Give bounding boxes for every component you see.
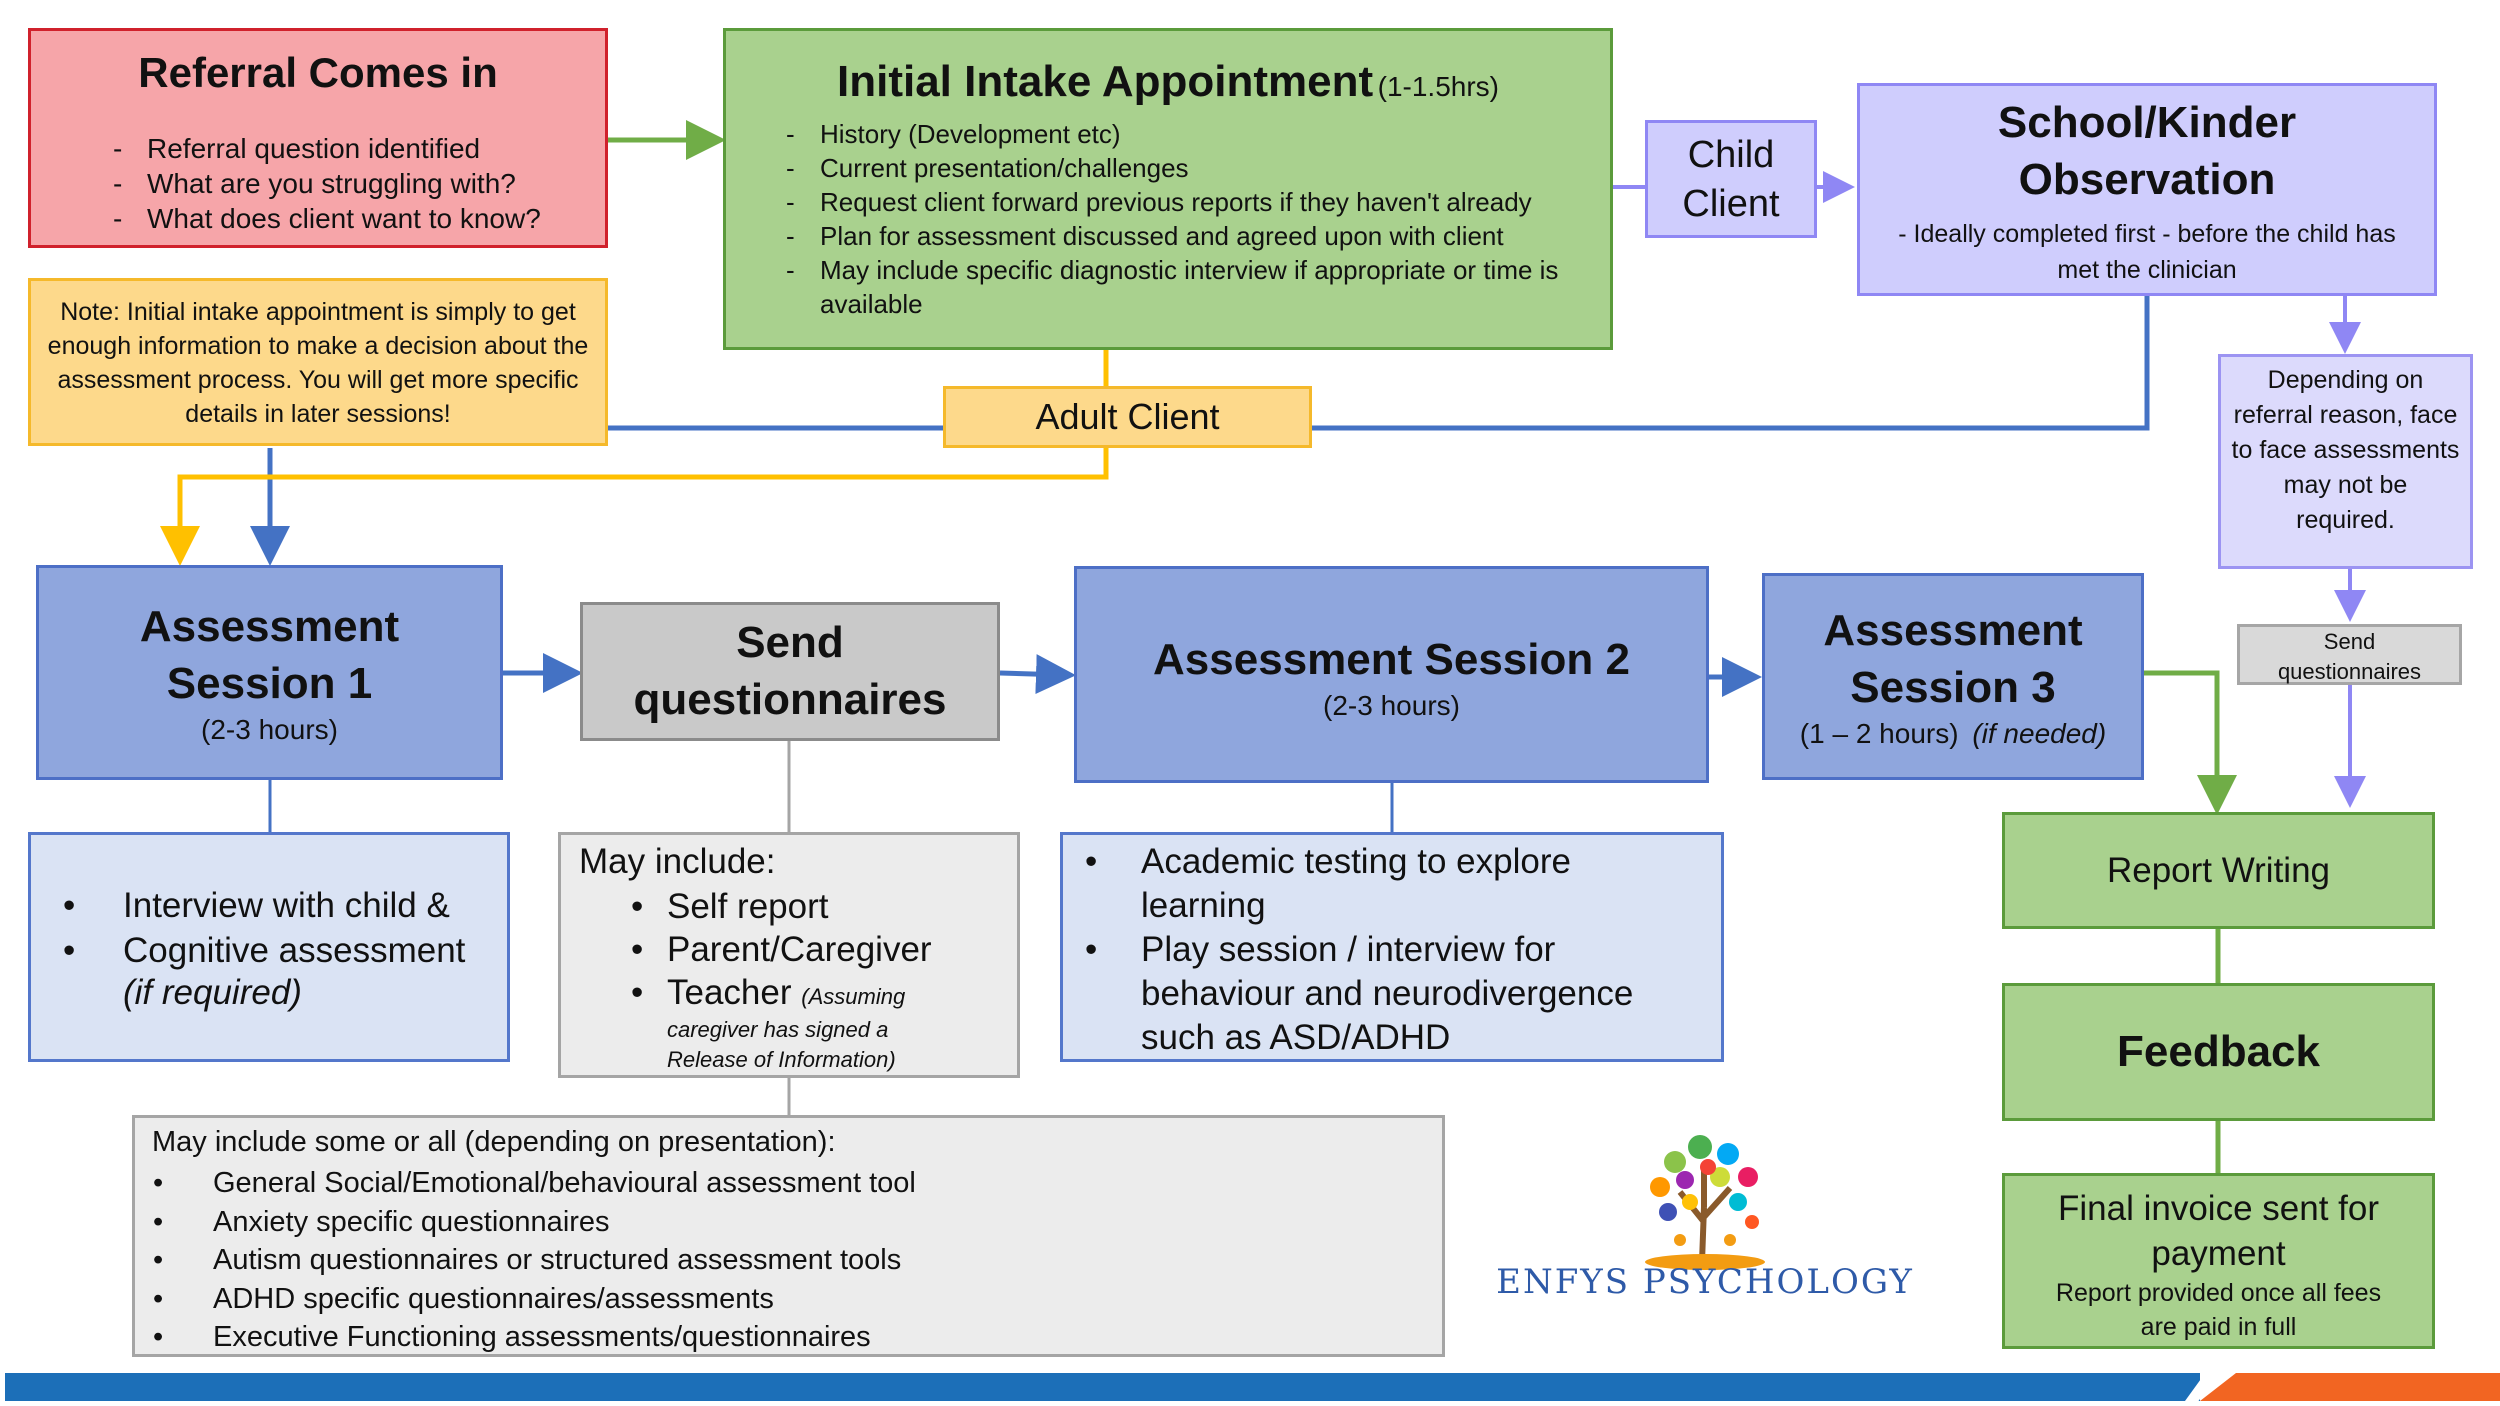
session3-duration-line: (1 – 2 hours) (if needed): [1799, 718, 2107, 749]
session1-duration: (2-3 hours): [201, 714, 338, 745]
send-title-line2: questionnaires: [633, 675, 947, 724]
big-list-intro: May include some or all (depending on pr…: [152, 1126, 836, 1158]
list-item: Current presentation/challenges: [764, 151, 1599, 185]
teacher-note: caregiver has signed a Release of Inform…: [667, 1017, 896, 1072]
session2-title: Assessment Session 2: [1153, 635, 1630, 684]
list-item: What does client want to know?: [91, 201, 541, 236]
tree-logo-icon: [1620, 1122, 1790, 1272]
child-client-line1: Child: [1687, 134, 1775, 176]
school-observation-box: School/Kinder Observation - Ideally comp…: [1857, 83, 2437, 296]
school-title-line1: School/Kinder: [1997, 98, 2297, 147]
referral-title: Referral Comes in: [138, 49, 498, 96]
intake-box: Initial Intake Appointment (1-1.5hrs) Hi…: [723, 28, 1613, 350]
list-item: Anxiety specific questionnaires: [135, 1203, 916, 1242]
list-item: Executive Functioning assessments/questi…: [135, 1318, 916, 1357]
session2-box: Assessment Session 2 (2-3 hours): [1074, 566, 1709, 783]
list-item: •Teacher (Assuming: [631, 973, 906, 1012]
intake-title: Initial Intake Appointment: [837, 57, 1374, 106]
session1-box: Assessment Session 1 (2-3 hours): [36, 565, 503, 780]
list-item: What are you struggling with?: [91, 166, 541, 201]
send-title-line1: Send: [736, 618, 844, 667]
intake-list: History (Development etc) Current presen…: [764, 117, 1599, 321]
questionnaire-list-box: May include some or all (depending on pr…: [132, 1115, 1445, 1357]
adult-client-box: Adult Client: [943, 386, 1312, 448]
send-small-line1: Send: [2323, 629, 2376, 654]
invoice-sub1: Report provided once all fees: [2055, 1279, 2382, 1307]
send-details-box: May include: •Self report •Parent/Caregi…: [558, 832, 1020, 1078]
session3-box: Assessment Session 3 (1 – 2 hours) (if n…: [1762, 573, 2144, 780]
list-item: Referral question identified: [91, 131, 541, 166]
child-client-line2: Client: [1682, 183, 1780, 225]
send-questionnaires-box: Send questionnaires: [580, 602, 1000, 741]
list-item: General Social/Emotional/behavioural ass…: [135, 1164, 916, 1203]
list-item: • Play session / interview for behaviour…: [1085, 930, 1634, 1057]
invoice-line2: payment: [2151, 1234, 2286, 1273]
list-item: Interview with child &: [45, 883, 465, 928]
report-writing-box: Report Writing: [2002, 812, 2435, 929]
footer-bar-blue: [5, 1373, 2200, 1401]
intake-heading: Initial Intake Appointment (1-1.5hrs): [726, 57, 1610, 107]
list-item: May include specific diagnostic intervie…: [764, 253, 1599, 321]
school-title-line2: Observation: [2018, 155, 2276, 204]
list-item: •Parent/Caregiver: [631, 930, 932, 969]
adult-client-label: Adult Client: [1035, 396, 1220, 437]
note-text: Note: Initial intake appointment is simp…: [47, 298, 589, 428]
logo-text: ENFYS PSYCHOLOGY: [1496, 1262, 1914, 1302]
list-item: Autism questionnaires or structured asse…: [135, 1241, 916, 1280]
session1-title-line2: Session 1: [166, 659, 373, 708]
session1-note: (if required): [123, 973, 302, 1012]
session2-list: • Academic testing to explore learning •…: [1077, 840, 1633, 1060]
list-item: History (Development etc): [764, 117, 1599, 151]
list-item: ADHD specific questionnaires/assessments: [135, 1280, 916, 1319]
list-item: •Self report: [631, 887, 829, 926]
referral-list: Referral question identified What are yo…: [91, 131, 541, 236]
feedback-label: Feedback: [2117, 1027, 2320, 1076]
depending-text: Depending on referral reason, face to fa…: [2231, 366, 2460, 534]
session3-title-line1: Assessment: [1823, 606, 2083, 655]
list-item: Cognitive assessment: [45, 928, 465, 973]
invoice-line1: Final invoice sent for: [2058, 1189, 2379, 1228]
invoice-box: Final invoice sent for payment Report pr…: [2002, 1173, 2435, 1349]
invoice-sub2: are paid in full: [2140, 1313, 2297, 1341]
intake-duration: (1-1.5hrs): [1377, 71, 1499, 102]
child-client-box: Child Client: [1645, 120, 1817, 238]
list-item: • Academic testing to explore learning: [1085, 842, 1571, 925]
list-item: Plan for assessment discussed and agreed…: [764, 219, 1599, 253]
feedback-box: Feedback: [2002, 983, 2435, 1121]
send-list: •Self report •Parent/Caregiver •Teacher …: [631, 885, 932, 1018]
send-questionnaires-small-box: Send questionnaires: [2237, 624, 2462, 685]
send-intro: May include:: [579, 842, 776, 881]
session3-title-line2: Session 3: [1850, 663, 2056, 712]
send-small-line2: questionnaires: [2277, 659, 2422, 684]
big-list: General Social/Emotional/behavioural ass…: [135, 1164, 916, 1357]
footer-bar-orange: [2200, 1373, 2500, 1401]
note-box: Note: Initial intake appointment is simp…: [28, 278, 608, 446]
depending-box: Depending on referral reason, face to fa…: [2218, 354, 2473, 569]
session2-details-box: • Academic testing to explore learning •…: [1060, 832, 1724, 1062]
list-item: Request client forward previous reports …: [764, 185, 1599, 219]
session2-duration: (2-3 hours): [1323, 690, 1460, 721]
school-text: - Ideally completed first - before the c…: [1898, 220, 2396, 284]
referral-box: Referral Comes in Referral question iden…: [28, 28, 608, 248]
session1-title-line1: Assessment: [139, 602, 400, 651]
report-writing-label: Report Writing: [2106, 851, 2331, 890]
session1-details-box: Interview with child & Cognitive assessm…: [28, 832, 510, 1062]
session1-list: Interview with child & Cognitive assessm…: [45, 883, 465, 973]
